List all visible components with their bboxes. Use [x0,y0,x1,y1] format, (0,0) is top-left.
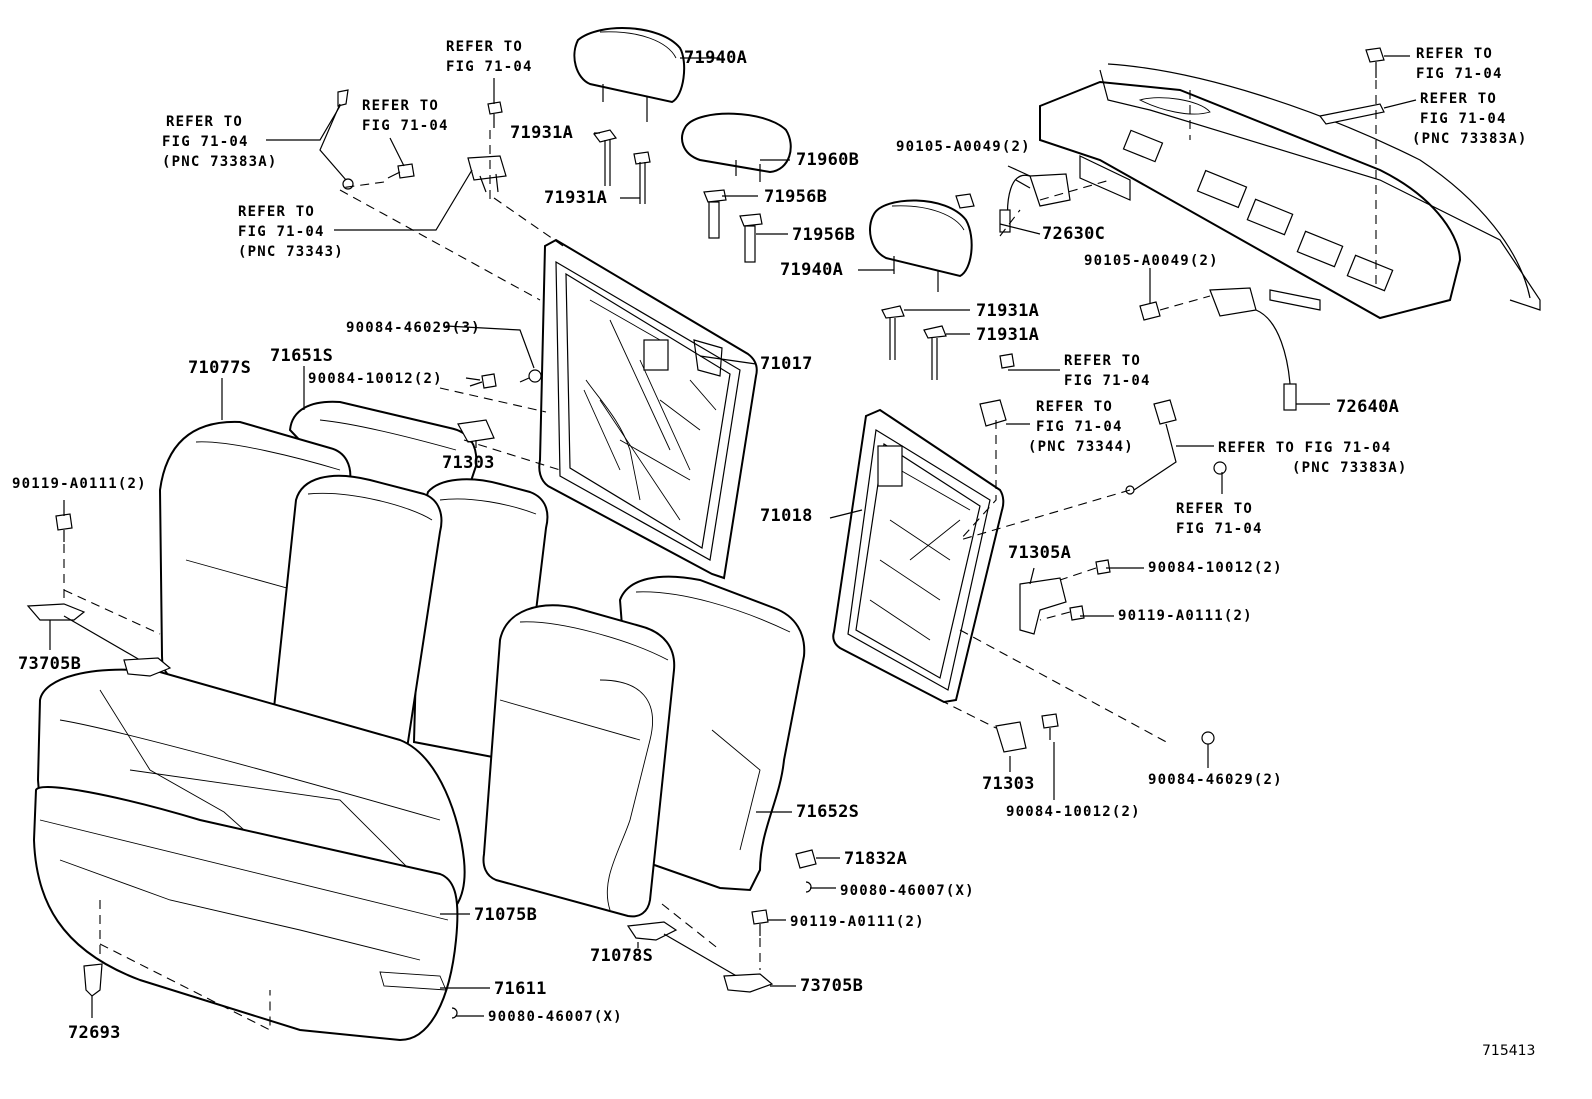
callout-71931A-1: 71931A [510,123,574,143]
callout-71303-a: 71303 [442,453,495,473]
callout-90084-10012-b: 90084-10012(2) [1148,560,1283,576]
callout-71075B: 71075B [474,905,538,925]
package-tray [1039,63,1541,320]
refer-note-9: REFER TO FIG 71-04 (PNC 73383A) [1218,440,1408,476]
callout-72640A: 72640A [1336,397,1400,417]
callout-71305A: 71305A [1008,543,1072,563]
seatback-71077S [158,420,443,758]
seat-cushion-71075B-71611 [32,668,466,1042]
callout-90084-10012-c: 90084-10012(2) [1006,804,1141,820]
callout-90105-A0049-1: 90105-A0049(2) [896,139,1031,155]
callout-71651S: 71651S [270,346,334,366]
headrest-71940A-top [573,27,686,122]
callout-71652S: 71652S [796,802,860,822]
refer-note-4: REFER TO FIG 71-04 (PNC 73343) [238,204,344,260]
callout-90119-A0111-b: 90119-A0111(2) [1118,608,1253,624]
callout-72630C: 72630C [1042,224,1106,244]
callout-71303-b: 71303 [982,774,1035,794]
callout-90080-46007-b: 90080-46007(X) [488,1009,623,1025]
assembly-lines [63,80,1377,1031]
small-hardware [26,47,1385,1019]
callout-71960B: 71960B [796,150,860,170]
callout-71931A-2: 71931A [544,188,608,208]
refer-note-7: REFER TO FIG 71-04 [1064,353,1151,389]
callout-71077S: 71077S [188,358,252,378]
refer-note-8: REFER TO FIG 71-04 (PNC 73344) [1028,399,1134,455]
callout-71931A-4: 71931A [976,325,1040,345]
seatback-frame-71018 [832,408,1005,704]
refer-note-2: REFER TO FIG 71-04 (PNC 73383A) [162,114,278,170]
refer-note-10: REFER TO FIG 71-04 [1176,501,1263,537]
refer-note-5: REFER TO FIG 71-04 [1416,46,1503,82]
callout-90084-10012-a: 90084-10012(2) [308,371,443,387]
refer-note-3: REFER TO FIG 71-04 [362,98,449,134]
callout-71940A-top: 71940A [684,48,748,68]
callout-71940A-mid: 71940A [780,260,844,280]
callout-71956B-2: 71956B [792,225,856,245]
diagram-code: 715413 [1482,1043,1536,1059]
callout-71611: 71611 [494,979,547,999]
callout-73705B-a: 73705B [18,654,82,674]
callout-71018: 71018 [760,506,813,526]
callout-90084-46029-3: 90084-46029(3) [346,320,481,336]
callout-90119-A0111-a: 90119-A0111(2) [12,476,147,492]
callout-71956B-1: 71956B [764,187,828,207]
callout-90105-A0049-2: 90105-A0049(2) [1084,253,1219,269]
leader-lines [49,55,1417,1018]
callout-90084-46029-2: 90084-46029(2) [1148,772,1283,788]
callout-72693: 72693 [68,1023,121,1043]
seatback-frame-71017 [538,238,758,580]
callout-90119-A0111-c: 90119-A0111(2) [790,914,925,930]
headrest-71960B [681,112,792,182]
callout-90080-46007-a: 90080-46007(X) [840,883,975,899]
refer-note-6: REFER TO FIG 71-04 (PNC 73383A) [1412,91,1528,147]
guide-pins [592,129,947,380]
callout-73705B-b: 73705B [800,976,864,996]
callout-71017: 71017 [760,354,813,374]
callout-71832A: 71832A [844,849,908,869]
refer-note-1: REFER TO FIG 71-04 [446,39,533,75]
headrest-71940A-mid [869,199,973,292]
callout-71078S: 71078S [590,946,654,966]
callout-71931A-3: 71931A [976,301,1040,321]
seatback-71078S [482,604,676,918]
